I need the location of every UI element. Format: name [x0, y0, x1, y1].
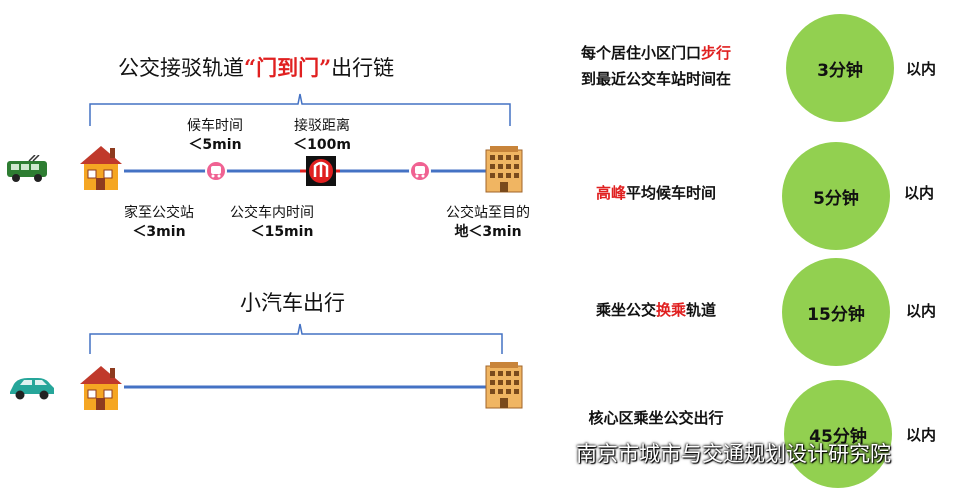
wechat-icon: [540, 442, 569, 464]
car-trip-title: 小汽车出行: [240, 291, 345, 315]
target-core-trip-circle: 45分钟: [784, 380, 892, 488]
home-to-stop-annotation: 家至公交站 ＜3min: [124, 205, 194, 240]
transit-chain-title: 公交接驳轨道“门到门”出行链: [118, 55, 395, 80]
watermark: 南京市城市与交通规划设计研究院: [540, 438, 891, 468]
target-walk-to-stop-text: 每个居住小区门口步行 到最近公交车站时间在: [580, 44, 732, 88]
bus-icon: [7, 155, 47, 182]
target-core-trip-text: 核心区乘坐公交出行: [588, 409, 724, 427]
target-walk-to-stop-circle: 3分钟: [786, 14, 894, 122]
car-icon: [10, 378, 54, 400]
car-bracket: [89, 323, 503, 354]
target-transfer-text: 乘坐公交换乘轨道: [595, 301, 717, 319]
target-peak-wait-text: 高峰平均候车时间: [595, 184, 717, 202]
car-trip-diagram: [89, 323, 503, 389]
target-peak-wait-suffix: 以内: [904, 184, 935, 202]
stop-to-destination-annotation: 公交站至目的 地＜3min: [446, 205, 530, 240]
metro-icon: [306, 156, 336, 186]
title-highlight: “门到门”: [244, 55, 332, 80]
bus-stop-icon: [409, 160, 431, 182]
home-icon: [80, 366, 122, 410]
destination-building-icon: [485, 362, 523, 409]
in-bus-time-annotation: 公交车内时间 ＜15min: [230, 205, 314, 240]
wait-time-annotation: 候车时间 ＜5min: [187, 118, 243, 153]
target-walk-to-stop-suffix: 以内: [906, 60, 937, 78]
target-transfer-suffix: 以内: [906, 302, 937, 320]
bus-stop-icon: [205, 160, 227, 182]
home-icon: [80, 146, 122, 190]
target-core-trip-suffix: 以内: [906, 426, 937, 444]
target-peak-wait-circle: 5分钟: [782, 142, 890, 250]
transfer-distance-annotation: 接驳距离 ＜100m: [293, 118, 351, 153]
destination-building-icon: [485, 146, 523, 193]
target-transfer-circle: 15分钟: [782, 258, 890, 366]
transit-bracket: [89, 93, 511, 126]
